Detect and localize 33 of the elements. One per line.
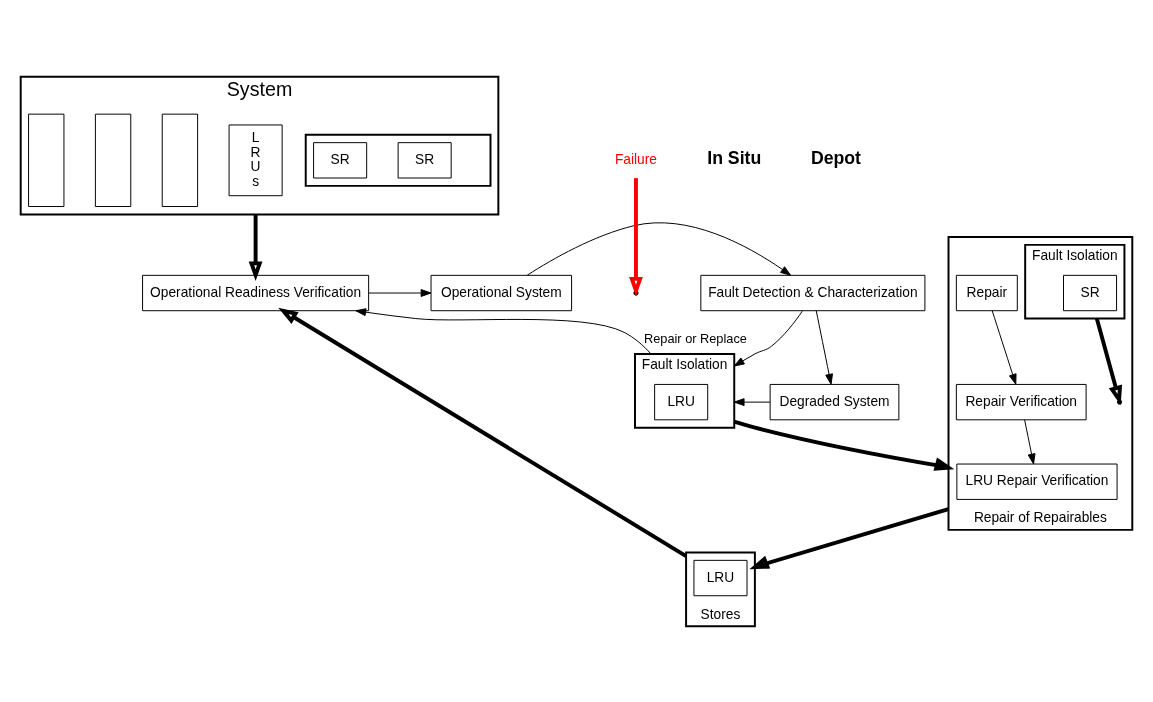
arrow [991, 309, 1017, 385]
arrow [733, 310, 803, 366]
cluster [304, 133, 492, 187]
arrow [368, 288, 432, 297]
node-box: Degraded System [769, 383, 900, 420]
node-box: Fault Detection & Characterization [700, 274, 926, 311]
arrow [355, 307, 652, 354]
node-box: SR [313, 141, 368, 178]
node-box: SR [1063, 274, 1118, 311]
node-box: L R U s [228, 123, 283, 196]
node-box: LRU [693, 559, 748, 596]
arrow [749, 506, 950, 569]
arrow [733, 419, 955, 471]
arrow [1024, 418, 1036, 464]
node-box [28, 113, 65, 207]
label: Depot [810, 147, 862, 168]
node-box [94, 113, 132, 207]
node-box: Repair Verification [955, 383, 1087, 420]
node-box: Operational System [430, 274, 573, 311]
node-box: LRU Repair Verification [956, 463, 1118, 500]
node-text: Failure [614, 151, 657, 167]
arrow [733, 397, 771, 406]
node-box: LRU [654, 383, 709, 420]
node-box: Operational Readiness Verification [142, 274, 370, 311]
node-box: Repair [955, 274, 1018, 311]
node-box: SR [397, 141, 452, 178]
arrow [815, 309, 833, 385]
arrow [248, 213, 263, 281]
arrow [526, 221, 792, 276]
label: In Situ [707, 147, 762, 168]
arrow [278, 307, 688, 558]
edge-label: Repair or Replace [643, 330, 747, 346]
node-box [161, 113, 199, 207]
